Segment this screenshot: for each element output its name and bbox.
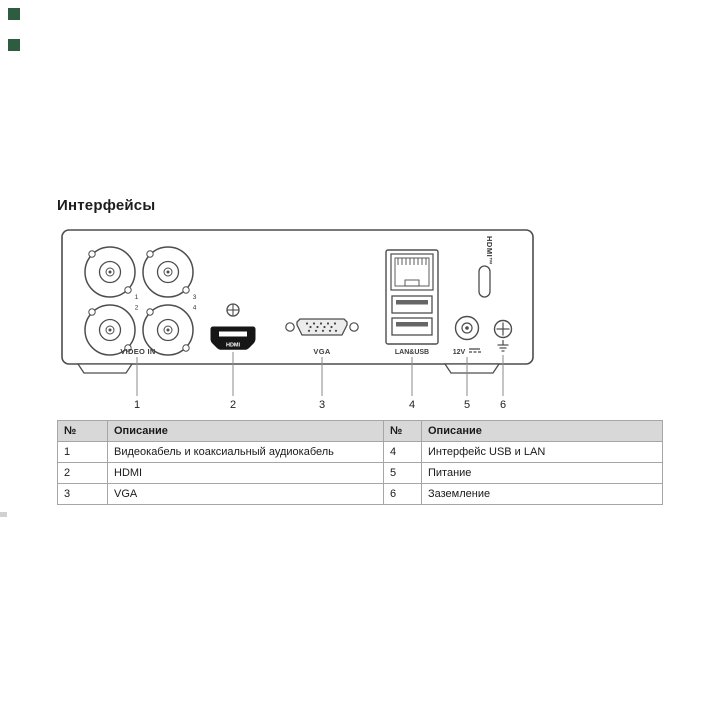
callout-number-3: 3: [319, 399, 325, 411]
bnc-number-4: 4: [193, 305, 197, 312]
callout-number-2: 2: [230, 399, 236, 411]
header-desc-left: Описание: [107, 420, 384, 442]
cell-desc: Питание: [421, 462, 663, 484]
cell-num: 3: [57, 483, 108, 505]
ground-symbol: [497, 340, 509, 352]
callout-number-4: 4: [409, 399, 415, 411]
cell-num: 6: [383, 483, 422, 505]
cell-num: 4: [383, 441, 422, 463]
power-switch-slot: [478, 265, 491, 298]
cell-num: 1: [57, 441, 108, 463]
bnc-video-in-group: [84, 246, 194, 356]
rear-panel-diagram: 1 2 3 4 VIDEO IN HDMI VGA: [61, 229, 534, 411]
table-header-row: № Описание № Описание: [57, 420, 663, 442]
rj45-port: [390, 253, 434, 291]
screw-above-hdmi: [226, 303, 240, 317]
power-jack: [454, 315, 480, 341]
hdmi-port-label: HDMI: [226, 343, 241, 349]
cell-desc: VGA: [107, 483, 384, 505]
vga-port: VGA: [285, 318, 359, 356]
table-row: 1 Видеокабель и коаксиальный аудиокабель…: [57, 441, 663, 463]
header-num-right: №: [383, 420, 422, 442]
vga-pins: [305, 322, 338, 332]
cell-desc: HDMI: [107, 462, 384, 484]
header-desc-right: Описание: [421, 420, 663, 442]
dc-symbol: [469, 348, 481, 353]
usb-port-2: [391, 317, 433, 336]
cell-desc: Видеокабель и коаксиальный аудиокабель: [107, 441, 384, 463]
device-foot-right: [443, 363, 501, 374]
lan-usb-label: LAN&USB: [395, 349, 429, 356]
bnc-number-2: 2: [135, 305, 139, 312]
hdmi-logo: HDMI™: [485, 236, 494, 265]
usb-port-1: [391, 295, 433, 314]
power-label: 12V: [453, 349, 466, 356]
cell-desc: Заземление: [421, 483, 663, 505]
rear-panel: [61, 229, 534, 365]
lan-usb-block: [385, 249, 439, 345]
vga-label: VGA: [313, 347, 330, 356]
device-foot-left: [76, 363, 134, 374]
corner-accent-square-2: [8, 39, 20, 51]
bnc-number-1: 1: [135, 294, 139, 301]
callout-number-1: 1: [134, 399, 140, 411]
callout-number-5: 5: [464, 399, 470, 411]
hdmi-port: HDMI: [210, 326, 256, 350]
table-row: 3 VGA 6 Заземление: [57, 483, 663, 505]
header-num-left: №: [57, 420, 108, 442]
video-in-label: VIDEO IN: [120, 347, 155, 356]
cell-num: 2: [57, 462, 108, 484]
callout-number-6: 6: [500, 399, 506, 411]
page-title: Интерфейсы: [57, 197, 156, 214]
bnc-number-3: 3: [193, 294, 197, 301]
cell-num: 5: [383, 462, 422, 484]
table-row: 2 HDMI 5 Питание: [57, 462, 663, 484]
cell-desc: Интерфейс USB и LAN: [421, 441, 663, 463]
corner-accent-square: [8, 8, 20, 20]
ground-screw: [493, 319, 513, 339]
edge-artifact: [0, 512, 7, 517]
interface-table: № Описание № Описание 1 Видеокабель и ко…: [57, 420, 663, 505]
